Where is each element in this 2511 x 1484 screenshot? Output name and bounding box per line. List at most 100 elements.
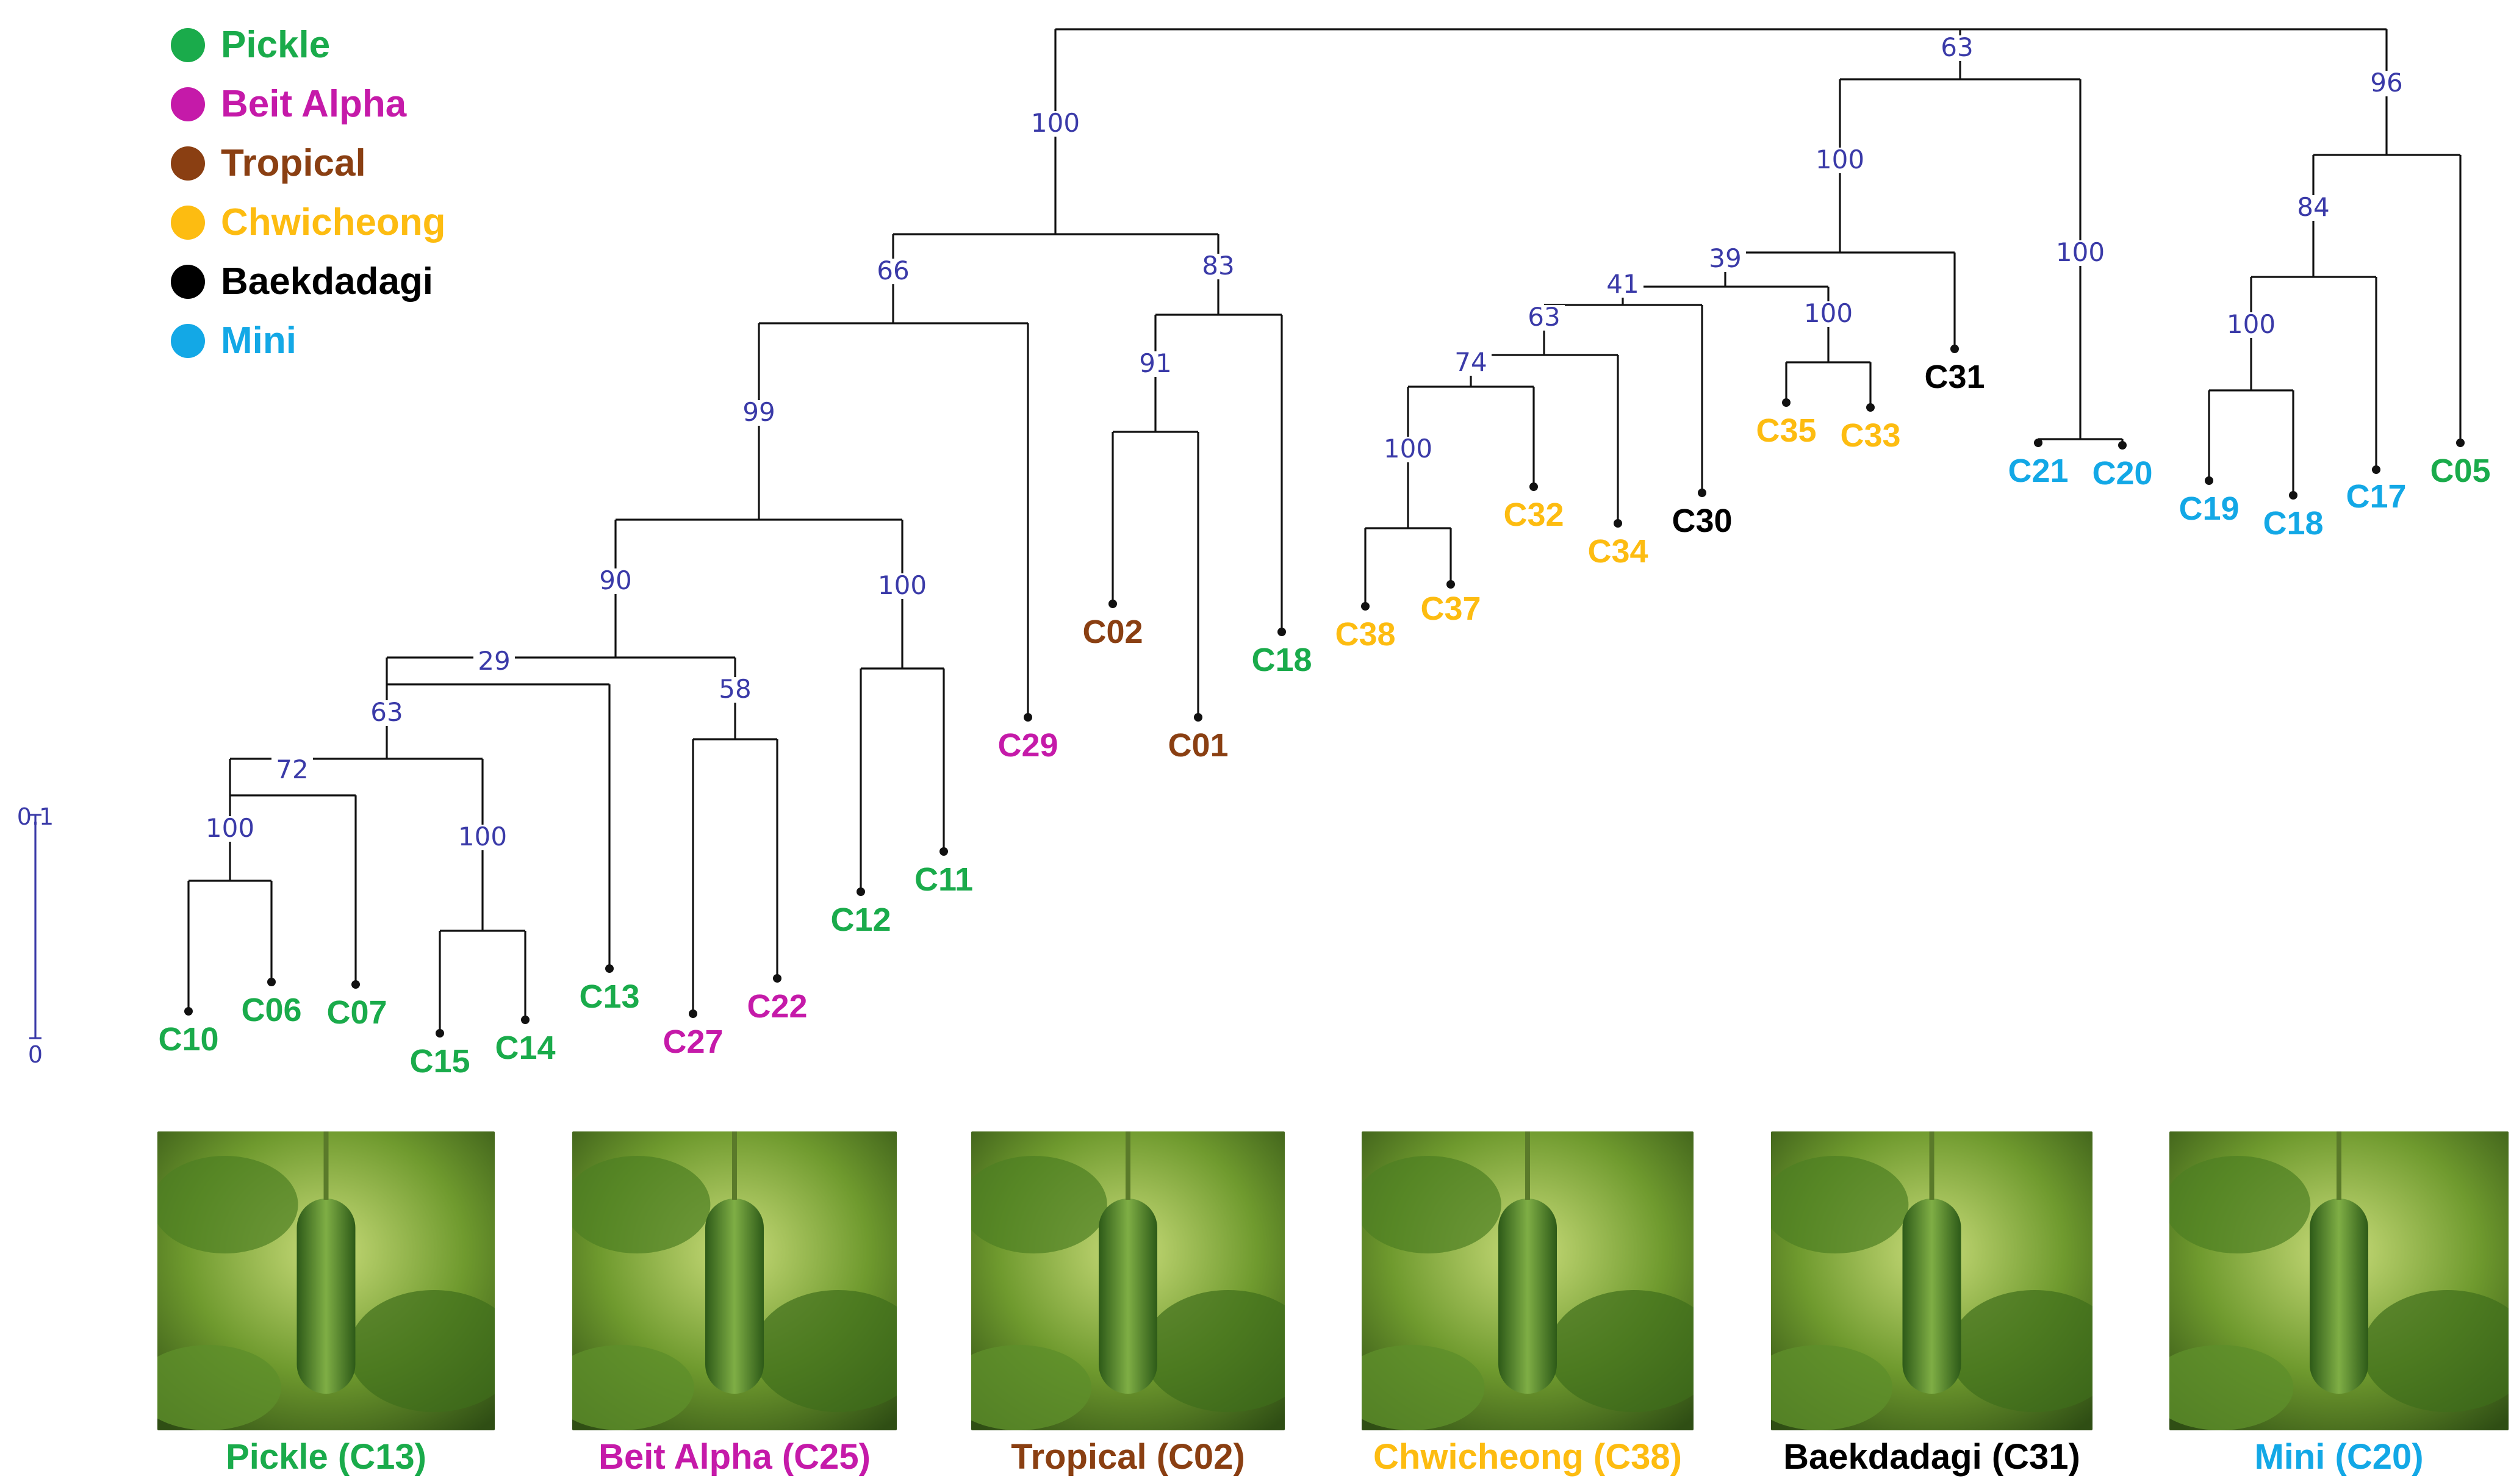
leaf-tip-dot — [1950, 345, 1959, 353]
leaf-label: C20 — [2092, 455, 2152, 492]
bootstrap-support-label: 90 — [599, 565, 631, 595]
leaf-tip-dot — [1782, 398, 1791, 407]
leaf-tip-dot — [2118, 441, 2127, 450]
support-label-bg — [366, 700, 408, 726]
photo-caption: Baekdadagi (C31) — [1783, 1437, 2080, 1477]
leaf-label: C35 — [1756, 412, 1816, 449]
bootstrap-support-label: 100 — [2227, 309, 2276, 339]
leaf-label: C32 — [1503, 496, 1564, 533]
bootstrap-support-label: 84 — [2297, 192, 2329, 222]
leaf-tip-dot — [1446, 580, 1455, 589]
leaf-label: C14 — [495, 1030, 555, 1066]
photo-caption: Beit Alpha (C25) — [598, 1437, 871, 1477]
leaf-tip-dot — [1108, 600, 1117, 608]
support-label-bg — [209, 816, 251, 842]
legend-label: Baekdadagi — [221, 260, 434, 303]
leaf-label: C18 — [1251, 642, 1312, 678]
leaf-tip-dot — [2289, 491, 2297, 500]
legend-dot-icon — [171, 205, 205, 240]
leaf-tip-dot — [1277, 628, 1286, 636]
scale-bottom-label: 0 — [28, 1041, 43, 1068]
support-label-bg — [738, 400, 780, 426]
leaf-tip-dot — [184, 1007, 193, 1016]
bootstrap-support-label: 100 — [458, 822, 507, 851]
cucumber-photo — [157, 1131, 495, 1430]
scale-top-label: 0.1 — [17, 803, 54, 830]
support-label-bg — [271, 758, 313, 783]
leaf-label: C05 — [2430, 453, 2490, 489]
legend-label: Tropical — [221, 142, 366, 184]
leaf-label: C13 — [579, 978, 639, 1015]
leaf-label: C22 — [747, 988, 807, 1025]
leaf-label: C37 — [1420, 590, 1481, 627]
leaf-label: C30 — [1672, 503, 1732, 539]
support-label-bg — [1135, 351, 1176, 377]
bootstrap-support-label: 100 — [2056, 237, 2105, 267]
support-label-bg — [1523, 305, 1565, 331]
photo-caption: Chwicheong (C38) — [1373, 1437, 1682, 1477]
leaf-tip-dot — [2372, 465, 2380, 474]
bootstrap-support-label: 63 — [1941, 32, 1973, 62]
photo-caption: Mini (C20) — [2254, 1437, 2424, 1477]
leaf-tip-dot — [1361, 602, 1370, 611]
leaf-label: C38 — [1335, 616, 1395, 653]
support-label-bg — [1602, 272, 1643, 298]
support-label-bg — [595, 568, 636, 594]
bootstrap-support-label: 41 — [1606, 269, 1639, 299]
leaf-label: C12 — [830, 902, 891, 938]
leaf-label: C18 — [2263, 505, 2323, 542]
leaf-tip-dot — [351, 980, 360, 989]
legend-dot-icon — [171, 323, 205, 358]
leaf-label: C17 — [2346, 478, 2406, 515]
leaf-tip-dot — [521, 1016, 530, 1024]
leaf-tip-dot — [267, 978, 276, 986]
leaf-label: C07 — [326, 994, 387, 1031]
cucumber-photo — [1771, 1131, 2092, 1430]
bootstrap-support-label: 29 — [478, 646, 510, 676]
leaf-tip-dot — [2456, 439, 2465, 447]
leaf-tip-dot — [1698, 489, 1706, 497]
legend-dot-icon — [171, 87, 205, 121]
cucumber-photo — [572, 1131, 897, 1430]
bootstrap-support-label: 63 — [1528, 302, 1560, 332]
leaf-tip-dot — [1866, 403, 1875, 412]
legend-item-beit-alpha: Beit Alpha — [171, 74, 446, 134]
leaf-label: C11 — [914, 861, 973, 898]
bootstrap-support-label: 74 — [1454, 347, 1487, 377]
bootstrap-support-label: 100 — [1031, 108, 1080, 138]
support-label-bg — [462, 825, 503, 850]
leaf-label: C33 — [1840, 417, 1900, 454]
support-label-bg — [1819, 148, 1861, 173]
leaf-tip-dot — [1614, 519, 1622, 528]
leaf-tip-dot — [939, 847, 948, 856]
bootstrap-support-label: 83 — [1202, 251, 1234, 281]
bootstrap-support-label: 91 — [1139, 348, 1171, 378]
legend-item-baekdadagi: Baekdadagi — [171, 252, 446, 311]
cucumber-photo — [971, 1131, 1285, 1430]
bootstrap-support-label: 66 — [877, 256, 909, 285]
support-label-bg — [714, 677, 756, 703]
leaf-tip-dot — [689, 1009, 697, 1018]
legend-label: Mini — [221, 320, 296, 362]
photo-caption: Tropical (C02) — [1011, 1437, 1245, 1477]
photo-caption: Pickle (C13) — [226, 1437, 426, 1477]
support-label-bg — [2293, 195, 2334, 221]
legend-item-tropical: Tropical — [171, 134, 446, 193]
bootstrap-support-label: 100 — [206, 813, 254, 843]
leaf-label: C34 — [1587, 533, 1648, 570]
cucumber-photo — [1362, 1131, 1694, 1430]
bootstrap-support-label: 100 — [1384, 434, 1432, 464]
leaf-tip-dot — [1024, 713, 1032, 722]
support-label-bg — [1198, 254, 1239, 279]
leaf-label: C01 — [1168, 727, 1228, 764]
bootstrap-support-label: 72 — [276, 755, 308, 784]
legend-label: Pickle — [221, 24, 331, 66]
support-label-bg — [2366, 71, 2407, 96]
bootstrap-support-label: 63 — [370, 697, 403, 727]
bootstrap-support-label: 96 — [2370, 68, 2402, 98]
leaf-tip-dot — [1529, 482, 1538, 491]
support-label-bg — [1936, 35, 1978, 61]
leaf-tip-dot — [436, 1029, 444, 1038]
